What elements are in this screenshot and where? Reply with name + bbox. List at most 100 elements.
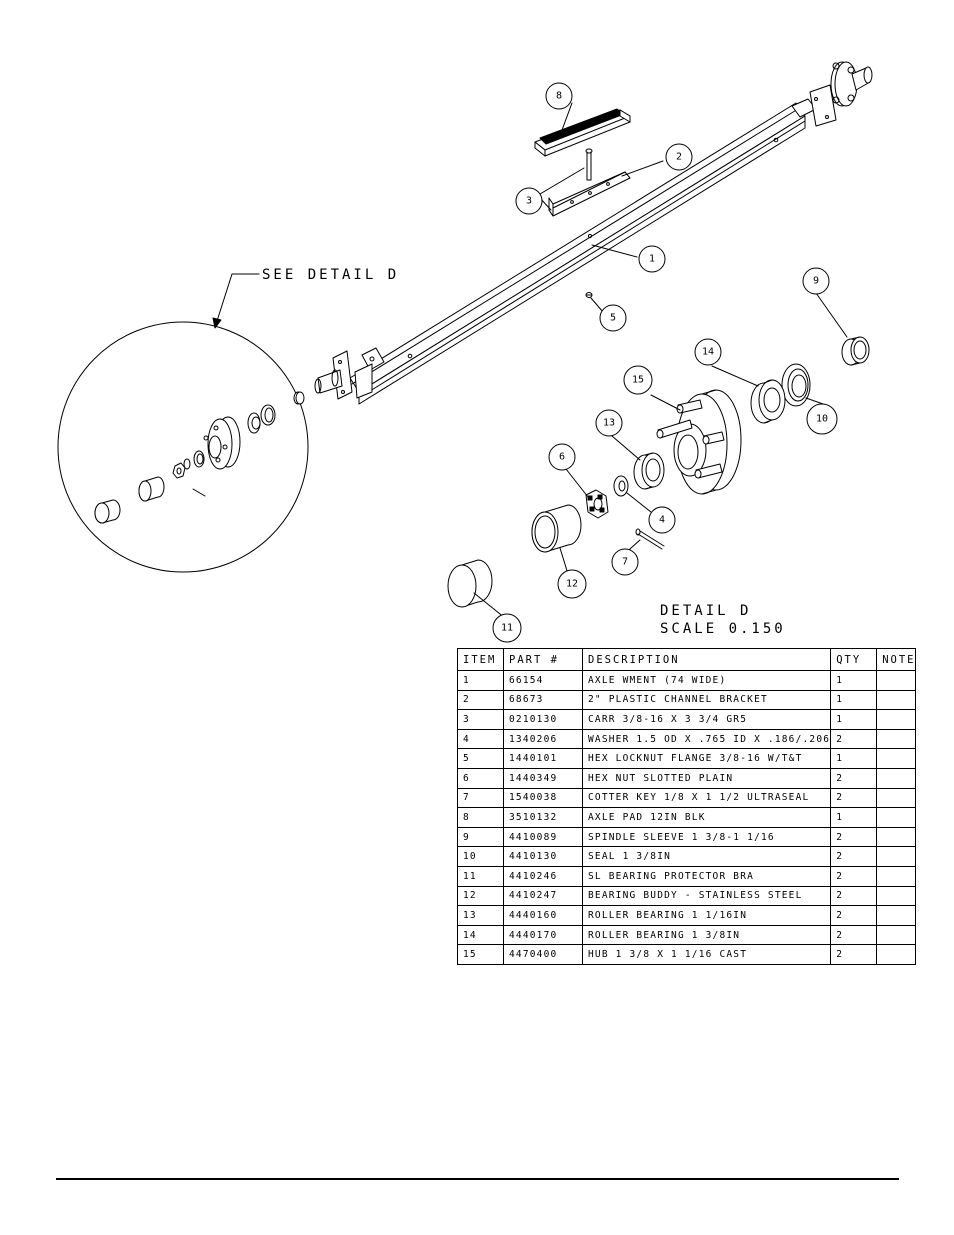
callout-11: 11: [501, 623, 513, 634]
cell-qty: 1: [830, 689, 878, 711]
cell-part: 0210130: [503, 709, 583, 730]
cell-qty: 2: [830, 885, 878, 907]
cell-note: [876, 865, 917, 887]
cell-note: [876, 905, 917, 926]
cell-description: WASHER 1.5 OD X .765 ID X .186/.206: [581, 728, 832, 750]
washer: [613, 475, 629, 497]
cell-note: [876, 924, 917, 946]
carriage-bolt: [585, 148, 593, 181]
cell-item: 15: [457, 944, 504, 965]
cell-item: 6: [457, 767, 504, 789]
cell-note: [876, 846, 917, 867]
cell-note: [876, 767, 917, 789]
header-note: NOTE: [876, 648, 917, 671]
cell-part: 4440160: [503, 905, 583, 926]
cell-item: 7: [457, 787, 504, 809]
cell-part: 1340206: [503, 728, 583, 750]
cell-qty: 2: [830, 944, 878, 965]
cell-item: 8: [457, 807, 504, 828]
cotter-key: [635, 528, 665, 550]
cell-qty: 1: [830, 670, 878, 691]
cell-description: ROLLER BEARING 1 1/16IN: [581, 905, 832, 926]
see-detail-leader: [212, 273, 260, 329]
callout-12: 12: [566, 579, 578, 590]
cell-item: 14: [457, 924, 504, 946]
callout-4: 4: [659, 515, 665, 526]
cell-qty: 2: [830, 924, 878, 946]
cell-description: HEX LOCKNUT FLANGE 3/8-16 W/T&T: [581, 748, 832, 769]
header-part: PART #: [503, 648, 583, 671]
cell-qty: 2: [830, 865, 878, 887]
cell-note: [876, 885, 917, 907]
callout-14: 14: [702, 347, 714, 358]
cell-part: 1440101: [503, 748, 583, 769]
cell-part: 68673: [503, 689, 583, 711]
cell-qty: 1: [830, 807, 878, 828]
detail-scale: SCALE 0.150: [660, 621, 786, 637]
callout-15: 15: [632, 375, 644, 386]
callout-9: 9: [813, 276, 819, 287]
cell-note: [876, 728, 917, 750]
cell-part: 4440170: [503, 924, 583, 946]
cell-part: 4410246: [503, 865, 583, 887]
axle-tube: [349, 102, 806, 405]
cell-note: [876, 807, 917, 828]
callout-13: 13: [603, 418, 615, 429]
cell-item: 5: [457, 748, 504, 769]
cell-note: [876, 944, 917, 965]
cell-qty: 2: [830, 767, 878, 789]
channel-bracket: [548, 171, 631, 217]
cell-note: [876, 689, 917, 711]
cell-note: [876, 670, 917, 691]
callout-6: 6: [559, 452, 565, 463]
axle-left-end: [314, 347, 385, 400]
callout-3: 3: [526, 196, 532, 207]
cell-item: 13: [457, 905, 504, 926]
cell-item: 10: [457, 846, 504, 867]
detail-label: DETAIL D: [660, 603, 751, 619]
roller-bearing-small: [633, 452, 665, 490]
callout-leaders: [473, 102, 848, 619]
cell-description: AXLE PAD 12IN BLK: [581, 807, 832, 828]
detail-circle: [57, 321, 309, 573]
cell-part: 1540038: [503, 787, 583, 809]
cell-qty: 2: [830, 787, 878, 809]
cell-part: 1440349: [503, 767, 583, 789]
callout-5: 5: [610, 313, 616, 324]
table-header-row: ITEM PART # DESCRIPTION QTY NOTE: [457, 648, 917, 671]
roller-bearing-large: [750, 379, 786, 424]
callout-labels: 8 2 3 1 5 9 14 10 15 13 4 6 7 12 11: [501, 91, 828, 634]
callout-7: 7: [622, 557, 628, 568]
cell-description: HEX NUT SLOTTED PLAIN: [581, 767, 832, 789]
cell-part: 66154: [503, 670, 583, 691]
cell-description: AXLE WMENT (74 WIDE): [581, 670, 832, 691]
locknut: [585, 292, 593, 298]
header-description: DESCRIPTION: [581, 648, 832, 671]
cell-item: 11: [457, 865, 504, 887]
cell-qty: 1: [830, 748, 878, 769]
seal: [781, 363, 811, 407]
footer-rule: [56, 1178, 899, 1180]
axle-pad: [534, 108, 631, 157]
cell-description: ROLLER BEARING 1 3/8IN: [581, 924, 832, 946]
hub: [656, 389, 742, 495]
cell-description: COTTER KEY 1/8 X 1 1/2 ULTRASEAL: [581, 787, 832, 809]
header-item: ITEM: [457, 648, 504, 671]
bearing-protector: [447, 559, 493, 608]
cell-item: 12: [457, 885, 504, 907]
callout-1: 1: [649, 254, 655, 265]
callout-2: 2: [676, 152, 682, 163]
cell-description: SPINDLE SLEEVE 1 3/8-1 1/16: [581, 826, 832, 848]
